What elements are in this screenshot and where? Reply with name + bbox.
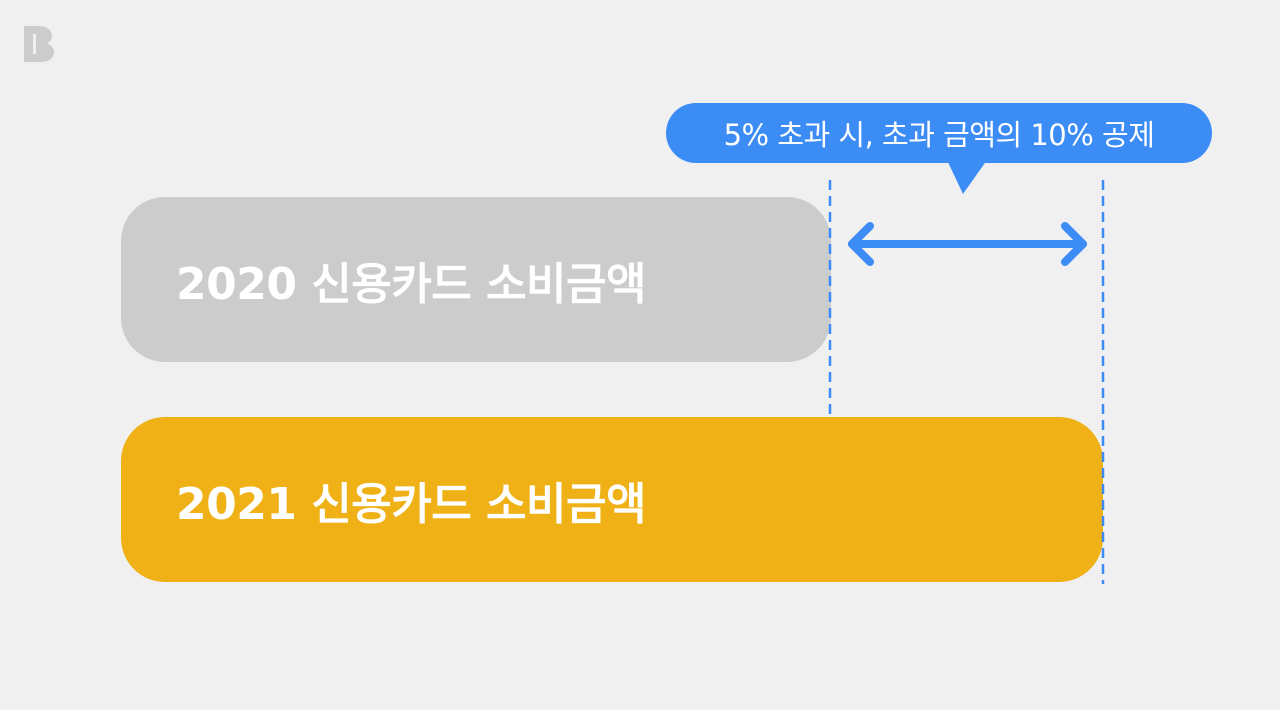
- bar-2020-label: 2020 신용카드 소비금액: [176, 258, 646, 310]
- double-headed-arrow-icon: [848, 222, 1087, 266]
- bar-2021-spending: 2021 신용카드 소비금액: [121, 417, 1103, 582]
- bar-2021-label: 2021 신용카드 소비금액: [176, 478, 646, 530]
- callout-text: 5% 초과 시, 초과 금액의 10% 공제: [723, 118, 1155, 152]
- callout-bubble: 5% 초과 시, 초과 금액의 10% 공제: [666, 103, 1212, 163]
- b-logo-icon: [24, 26, 54, 62]
- bar-2020-spending: 2020 신용카드 소비금액: [121, 197, 831, 362]
- callout-tail-icon: [947, 160, 987, 194]
